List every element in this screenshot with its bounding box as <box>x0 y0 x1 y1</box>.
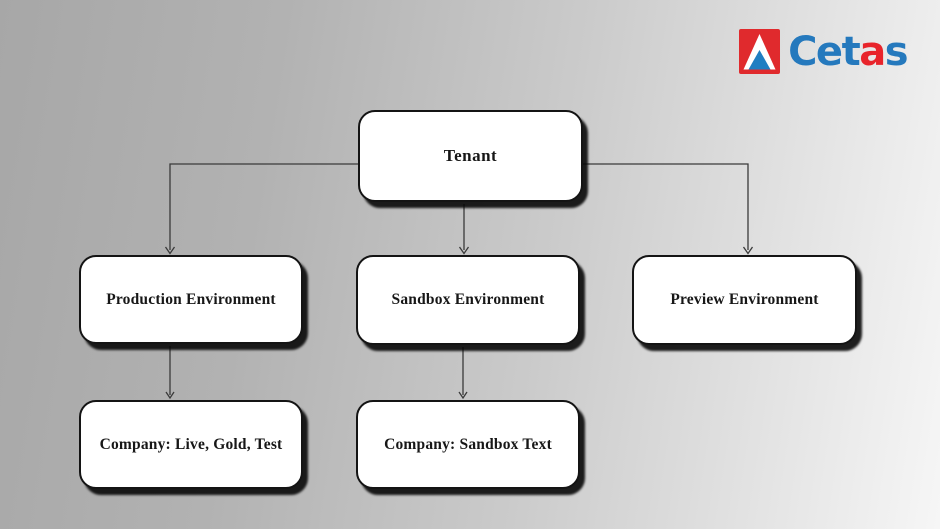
edge-tenant-production <box>169 163 358 250</box>
node-company-production-label: Company: Live, Gold, Test <box>99 435 283 453</box>
edge-tenant-preview <box>583 163 749 250</box>
arrowhead-production <box>164 246 176 255</box>
cetas-wordmark: Cetas <box>788 28 909 75</box>
wordmark-part-2: a <box>859 28 886 75</box>
wordmark-part-3: s <box>884 28 909 75</box>
node-company-sandbox-label: Company: Sandbox Text <box>384 435 552 453</box>
cetas-logo: Cetas <box>739 28 909 75</box>
node-tenant: Tenant <box>358 110 583 202</box>
arrowhead-company-production <box>165 391 175 400</box>
arrowhead-company-sandbox <box>458 391 468 400</box>
cetas-triangle-icon <box>739 29 781 74</box>
node-production-label: Production Environment <box>106 290 276 308</box>
node-sandbox-label: Sandbox Environment <box>391 291 545 308</box>
arrowhead-preview <box>742 246 754 255</box>
node-company-sandbox-text: Company: Sandbox Text <box>356 400 580 489</box>
wordmark-part-1: Cet <box>788 28 861 75</box>
node-tenant-label: Tenant <box>443 146 498 165</box>
node-production-environment: Production Environment <box>79 255 303 344</box>
node-preview-label: Preview Environment <box>670 291 819 308</box>
node-preview-environment: Preview Environment <box>632 255 857 345</box>
node-sandbox-environment: Sandbox Environment <box>356 255 580 345</box>
node-company-live-gold-test: Company: Live, Gold, Test <box>79 400 303 489</box>
arrowhead-sandbox <box>458 246 470 255</box>
